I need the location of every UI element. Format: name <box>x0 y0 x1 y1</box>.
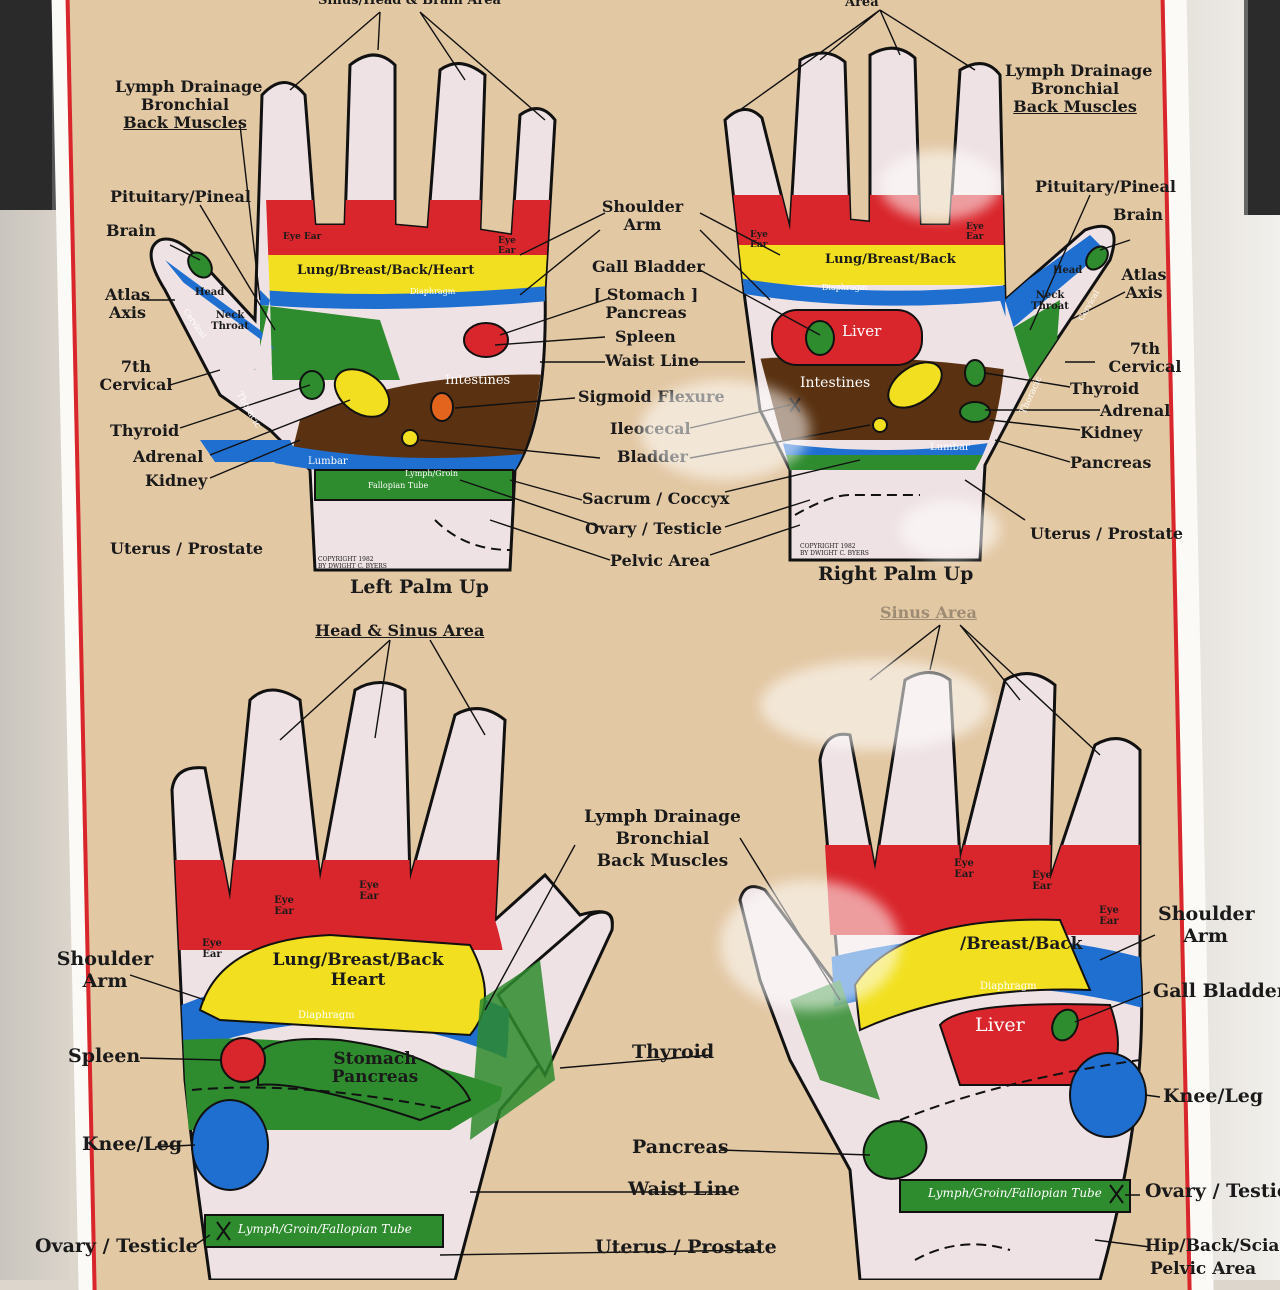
stomach-pancreas-label: [ Stomach ]Pancreas <box>593 285 699 322</box>
gall-bladder-label: Gall Bladder <box>592 257 705 276</box>
br-diaphragm-zone: Diaphragm <box>980 981 1037 992</box>
tl-lumbar-zone: Lumbar <box>308 456 348 467</box>
br-lung-zone: /Breast/Back <box>960 934 1083 954</box>
pelvic-label: Pelvic Area <box>610 551 710 570</box>
br-eye-ear-2: Eye Ear <box>1032 870 1052 892</box>
top-left-hand <box>149 53 557 572</box>
tr-adrenal-label: Adrenal <box>1100 401 1171 420</box>
bc-thyroid-label: Thyroid <box>632 1041 715 1063</box>
bl-eye-ear-1: Eye Ear <box>202 938 222 960</box>
tr-neck-zone: Neck Throat <box>1031 290 1069 312</box>
br-eye-ear-3: Eye Ear <box>1099 905 1119 927</box>
tl-head-zone: Head <box>195 287 225 298</box>
tr-thyroid-label: Thyroid <box>1070 379 1140 398</box>
leader-lines <box>129 9 1161 1256</box>
tl-kidney-label: Kidney <box>145 471 208 490</box>
tr-pituitary-label: Pituitary/Pineal <box>1035 177 1176 196</box>
tr-brain-label: Brain <box>1113 205 1164 224</box>
tr-uterus-label: Uterus / Prostate <box>1030 524 1184 543</box>
tl-brain-label: Brain <box>106 221 157 240</box>
tr-lung-zone: Lung/Breast/Back <box>825 252 956 267</box>
br-lymph-zone: Lymph/Groin/Fallopian Tube <box>928 1186 1102 1200</box>
bl-header: Head & Sinus Area <box>315 621 485 640</box>
ovary-label: Ovary / Testicle <box>585 519 723 538</box>
waist-line-label: Waist Line <box>605 351 700 370</box>
glare-2 <box>760 660 990 750</box>
bl-eye-ear-3: Eye Ear <box>359 880 379 902</box>
tr-title: Right Palm Up <box>818 563 974 585</box>
top-right-hand <box>723 46 1116 562</box>
br-eye-ear-1: Eye Ear <box>954 858 974 880</box>
tl-lymph-drainage: Lymph Drainage Bronchial Back Muscles <box>115 77 263 132</box>
tl-title: Left Palm Up <box>350 576 489 598</box>
br-hip-label: Hip/Back/Sciatic <box>1145 1236 1280 1256</box>
tr-intestines-zone: Intestines <box>800 375 871 391</box>
tr-head-zone: Head <box>1053 265 1083 276</box>
tl-fallopian-zone: Fallopian Tube <box>368 481 429 490</box>
br-liver-zone: Liver <box>975 1014 1025 1036</box>
br-knee-label: Knee/Leg <box>1163 1085 1264 1107</box>
tr-pancreas-label: Pancreas <box>1070 453 1152 472</box>
bl-lymph-zone: Lymph/Groin/Fallopian Tube <box>238 1222 412 1236</box>
spleen-label: Spleen <box>615 327 676 346</box>
glare-3 <box>720 880 900 1010</box>
br-pelvic-label: Pelvic Area <box>1150 1259 1257 1279</box>
glare-4 <box>880 150 1000 220</box>
tl-adrenal-label: Adrenal <box>133 447 204 466</box>
picture-frame-right <box>1244 0 1280 215</box>
bl-diaphragm-zone: Diaphragm <box>298 1010 355 1021</box>
br-header: Sinus Area <box>880 603 977 622</box>
bl-spleen-label: Spleen <box>68 1045 141 1067</box>
bc-pancreas-label: Pancreas <box>632 1136 729 1158</box>
bottom-left-hand <box>170 681 614 1280</box>
tr-eye-ear-right: Eye Ear <box>966 222 984 242</box>
glare-1 <box>640 380 810 480</box>
tl-eye-ear-right: Eye Ear <box>498 236 516 256</box>
bc-waist-label: Waist Line <box>628 1178 740 1200</box>
tr-kidney-label: Kidney <box>1080 423 1143 442</box>
bl-eye-ear-2: Eye Ear <box>274 895 294 917</box>
tl-thyroid-label: Thyroid <box>110 421 180 440</box>
glare-5 <box>900 500 1000 560</box>
tl-diaphragm-zone: Diaphragm <box>410 287 456 296</box>
br-ovary-label: Ovary / Testicle <box>1145 1180 1280 1202</box>
tl-eye-ear-left: Eye Ear <box>283 232 322 242</box>
tl-uterus-label: Uterus / Prostate <box>110 539 264 558</box>
tr-eye-ear-left: Eye Ear <box>750 230 768 250</box>
tr-lymph-drainage: Lymph Drainage Bronchial Back Muscles <box>1005 61 1153 116</box>
tl-lymph-zone: Lymph/Groin <box>405 469 458 478</box>
tl-pituitary-label: Pituitary/Pineal <box>110 187 251 206</box>
tr-header: Area <box>845 0 879 10</box>
tl-lung-zone: Lung/Breast/Back/Heart <box>297 263 475 278</box>
tl-intestines-zone: Intestines <box>445 373 511 388</box>
br-gall-label: Gall Bladder <box>1153 980 1280 1002</box>
bl-knee-label: Knee/Leg <box>82 1133 183 1155</box>
tr-liver-zone: Liver <box>842 322 882 340</box>
tl-neck-zone: Neck Throat <box>211 310 249 332</box>
tr-lumbar-zone: Lumbar <box>930 442 970 453</box>
sacrum-label: Sacrum / Coccyx <box>582 489 730 508</box>
tl-header: Sinus/Head & Brain Area <box>318 0 501 8</box>
bc-uterus-label: Uterus / Prostate <box>595 1236 777 1258</box>
bl-ovary-label: Ovary / Testicle <box>35 1235 198 1257</box>
tr-diaphragm-zone: Diaphragm <box>822 283 868 292</box>
